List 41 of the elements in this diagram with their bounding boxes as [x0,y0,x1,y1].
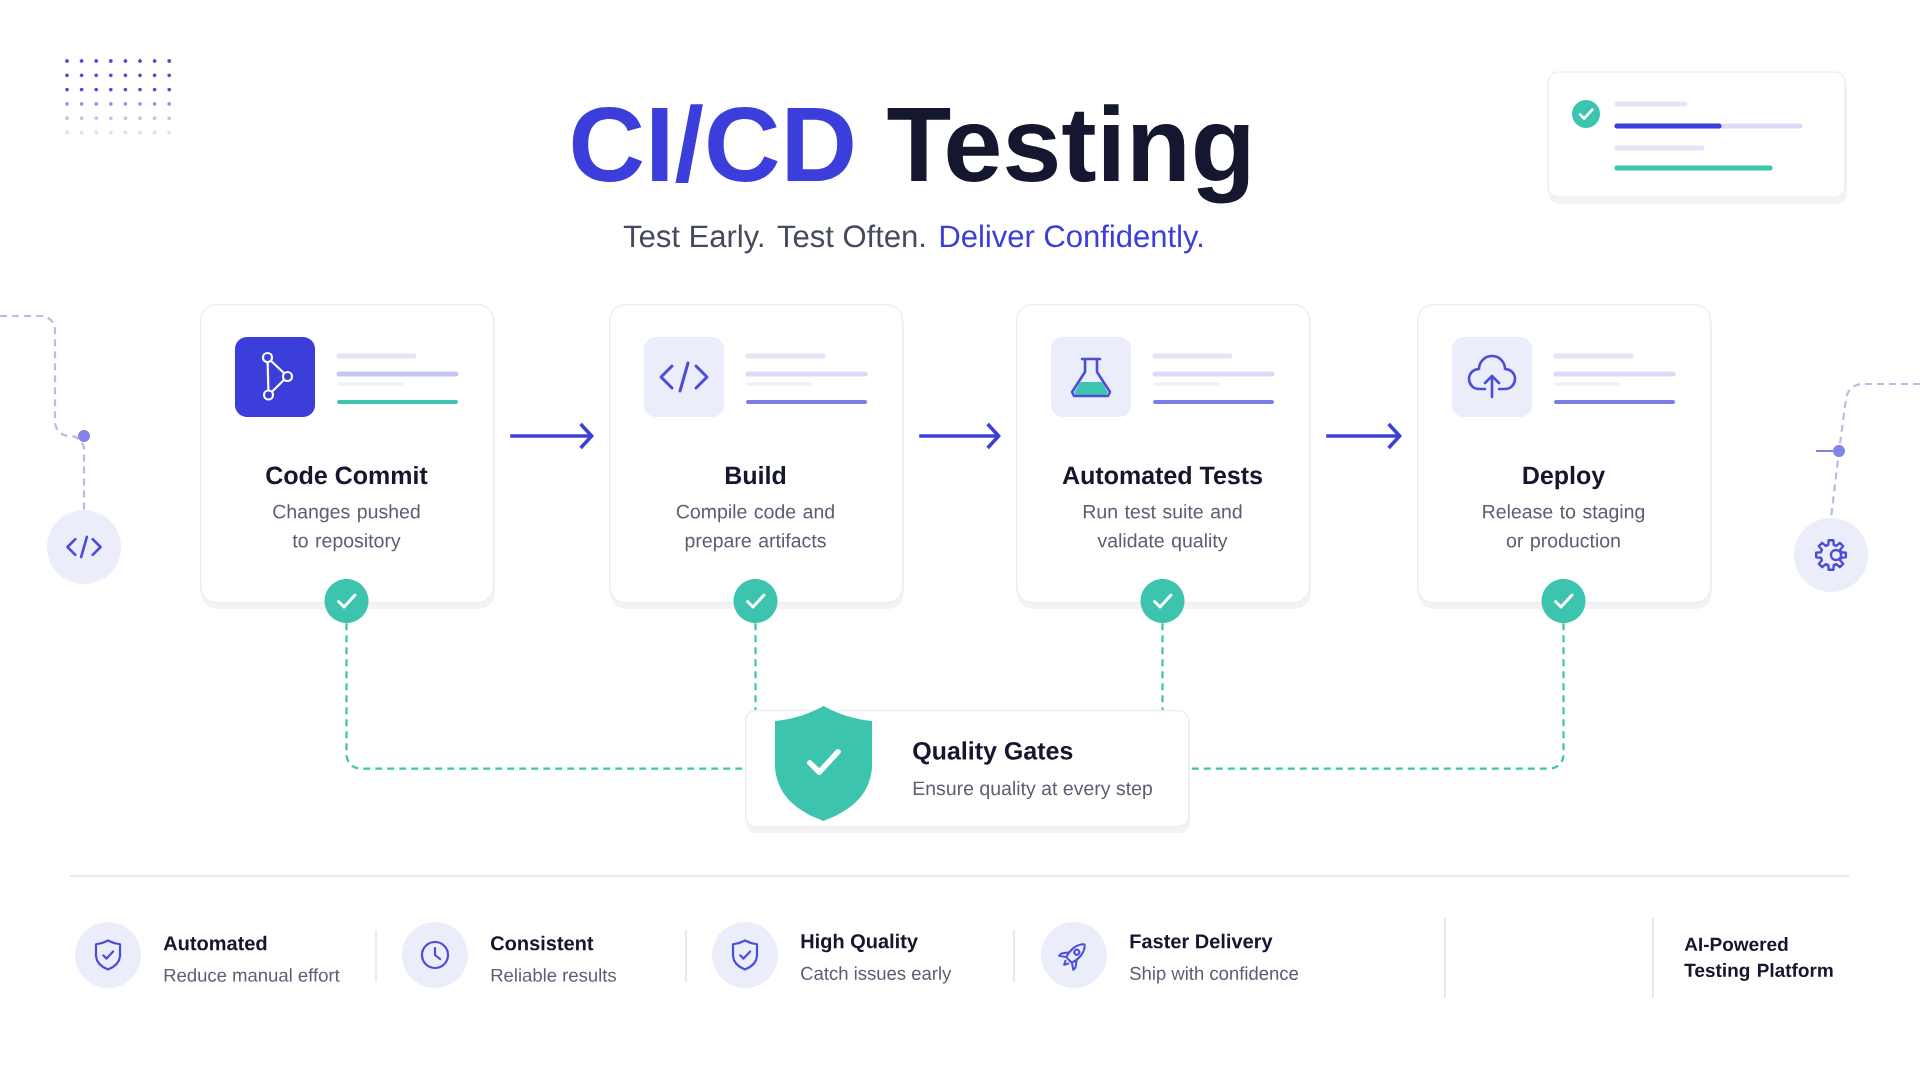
code-icon [47,510,121,584]
step-title: Automated Tests [1062,465,1262,485]
title: CI/CD Testing [572,104,1249,204]
dashed-connector [1161,623,1164,710]
feature-description: Reduce manual effort [164,968,340,982]
check-icon [324,579,369,623]
step-title: Code Commit [266,465,428,485]
step-card [1016,304,1311,609]
card-title: Quality Gates [913,741,1073,765]
info-card [745,706,1190,833]
arrow [1326,422,1402,450]
feature-title: Automated [163,935,267,951]
dashed-connector [754,623,757,710]
step-description: Run test suite and validate quality [1083,504,1242,552]
step-description: Compile code and prepare artifacts [676,504,834,552]
step-card [609,304,904,609]
step-card [200,304,495,609]
dashed-connector [0,314,86,510]
feature-description: Ship with confidence [1130,966,1299,984]
step-title: Deploy [1523,465,1606,490]
arrow [919,422,1001,450]
gear-icon [1794,518,1868,592]
feature-title: Consistent [491,935,594,951]
dashed-connector [1829,382,1920,518]
dashed-connector [345,623,745,770]
feature-description: Reliable results [491,968,616,982]
feature-title: High Quality [801,933,918,953]
check-icon [733,579,778,623]
arrow [510,422,594,450]
check-icon [1541,579,1586,623]
card-description: Ensure quality at every step [913,780,1152,800]
dashed-connector [1189,623,1565,770]
feature-description: Catch issues early [801,966,952,984]
feature-title: Faster Delivery [1130,933,1273,953]
tagline: AI-Powered Testing Platform [1684,937,1833,981]
check-icon [1140,579,1185,623]
step-card [1417,304,1712,609]
step-title: Build [725,465,786,485]
step-description: Release to staging or production [1483,504,1645,552]
step-description: Changes pushed to repository [273,504,420,552]
subtitle: Test Early. Test Often. Deliver Confidently. [623,224,1202,254]
